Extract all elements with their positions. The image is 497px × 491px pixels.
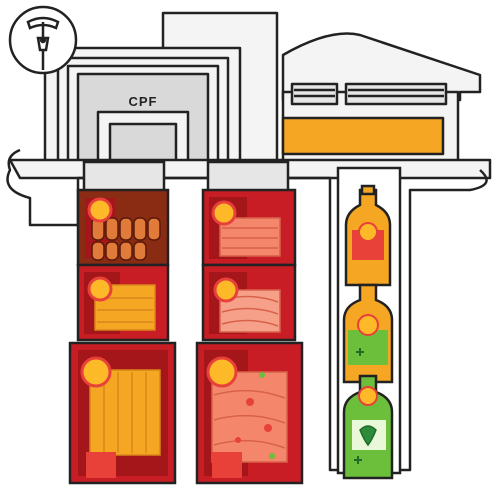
egg-yolk-icon <box>211 200 237 226</box>
factory-building <box>6 11 492 472</box>
drink-bottle-icon <box>342 374 394 480</box>
sausage-icon <box>91 217 161 261</box>
sliced-meat-pack-mid <box>201 263 297 342</box>
sliced-meat-icon <box>219 217 281 257</box>
meat-package-icon <box>195 341 304 485</box>
egg-yolk-icon <box>87 197 113 223</box>
meat-package-left-bottom <box>68 341 177 485</box>
platform-rim <box>6 148 488 472</box>
vegetable-icon <box>356 348 364 356</box>
sausage-tray <box>76 188 170 267</box>
sliced-meat-pack-top <box>201 188 297 267</box>
meat-package-left-mid <box>76 263 170 342</box>
egg-yolk-icon <box>206 356 238 388</box>
warehouse-orange-band <box>281 116 445 156</box>
thermometer-icon <box>8 5 78 75</box>
vent-left <box>290 82 339 106</box>
vent-right <box>344 82 448 106</box>
factory-sign-text: CPF <box>129 94 158 109</box>
vegetable-icon <box>359 425 377 447</box>
egg-yolk-icon <box>213 277 239 303</box>
drink-bottle-icon <box>342 283 394 384</box>
egg-yolk-icon <box>80 356 112 388</box>
drink-bottle-icon <box>344 184 392 287</box>
egg-yolk-icon <box>87 276 113 302</box>
